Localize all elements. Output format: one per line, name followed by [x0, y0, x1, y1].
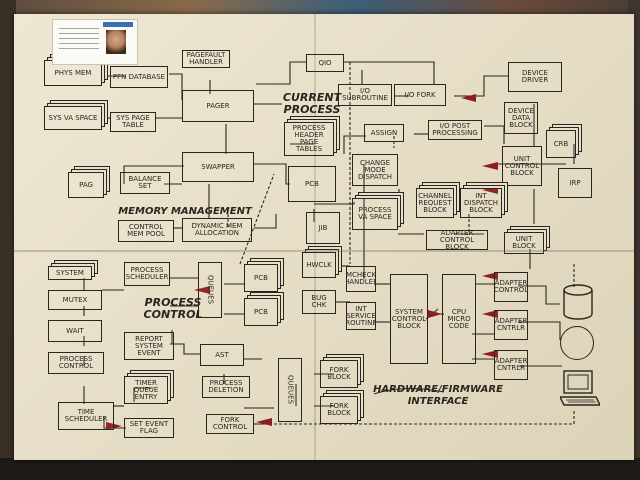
- block-balance-set: BALANCE SET: [120, 172, 170, 194]
- block-report-system-event: REPORT SYSTEM EVENT: [124, 332, 174, 360]
- block-io-subroutine: I/O SUBROUTINE: [338, 84, 392, 106]
- block-jib: JIB: [306, 212, 340, 244]
- block-hwclk: HWCLK: [302, 252, 336, 278]
- block-system: SYSTEM: [48, 266, 92, 280]
- terminal-icon: [560, 370, 600, 406]
- block-process-va-space: PROCESS VA SPACE: [352, 198, 398, 230]
- block-dynamic-mem-allocation: DYNAMIC MEM ALLOCATION: [182, 218, 252, 242]
- block-mutex: MUTEX: [48, 290, 102, 310]
- block-pfn-database: PFN DATABASE: [110, 66, 168, 88]
- block-device-driver: DEVICE DRIVER: [508, 62, 562, 92]
- block-pcb-b: PCB: [244, 298, 278, 326]
- block-adapter-control-block: ADAPTER CONTROL BLOCK: [426, 230, 488, 250]
- block-qio: QIO: [306, 54, 344, 72]
- block-adapter-control-hw: ADAPTER CONTROL: [494, 272, 528, 302]
- floor: [0, 458, 640, 480]
- block-ast: AST: [200, 344, 244, 366]
- block-interrupt-dispatch: INT DISPATCH BLOCK: [460, 188, 502, 218]
- region-hardware-line1: HARDWARE/FIRMWARE: [373, 384, 503, 395]
- region-process-control-line2: CONTROL: [143, 308, 203, 321]
- portrait-photo: [106, 30, 126, 54]
- block-control-mem-pool: CONTROL MEM POOL: [118, 220, 174, 242]
- block-queues-fork: QUEUES: [278, 358, 302, 422]
- region-current-process-line1: CURRENT: [282, 91, 342, 104]
- block-adapter-cntrlr-2: ADAPTER CNTRLR: [494, 350, 528, 380]
- block-cpu-micro-code: CPU MICRO CODE: [442, 274, 476, 364]
- block-pcb-current: PCB: [288, 166, 336, 202]
- block-sys-va-space: SYS VA SPACE: [44, 106, 102, 130]
- block-crb: CRB: [546, 130, 576, 158]
- region-memory-management: MEMORY MANAGEMENT: [118, 206, 252, 217]
- region-process-control-line1: PROCESS: [144, 296, 202, 309]
- photo-id-card: [52, 19, 138, 65]
- card-logo: [103, 22, 133, 27]
- block-sys-page-table: SYS PAGE TABLE: [110, 112, 156, 132]
- block-io-fork: I/O FORK: [394, 84, 446, 106]
- block-int-service-routine: INT SERVICE ROUTINE: [346, 302, 376, 330]
- block-swapper: SWAPPER: [182, 152, 254, 182]
- card-text-lines: [59, 28, 99, 52]
- wall-background: [0, 0, 640, 18]
- block-unit-control-block: UNIT CONTROL BLOCK: [502, 146, 542, 186]
- vms-architecture-poster: MEMORY MANAGEMENT CURRENT PROCESS PROCES…: [14, 14, 634, 460]
- region-hardware-line2: INTERFACE: [407, 396, 469, 407]
- block-fork-block-2: FORK BLOCK: [320, 396, 358, 424]
- block-system-control-block: SYSTEM CONTROL BLOCK: [390, 274, 428, 364]
- block-set-event-flag: SET EVENT FLAG: [124, 418, 174, 438]
- block-process-scheduler: PROCESS SCHEDULER: [124, 262, 170, 286]
- block-mcheck-handler: MCHECK HANDLER: [346, 266, 376, 292]
- block-queues-scheduler: QUEUES: [198, 262, 222, 318]
- block-change-mode-dispatch: CHANGE MODE DISPATCH: [352, 154, 398, 186]
- block-process-header: PROCESS HEADER PAGE TABLES: [284, 122, 334, 156]
- block-pcb-a: PCB: [244, 264, 278, 292]
- block-io-post-processing: I/O POST PROCESSING: [428, 120, 482, 140]
- block-fork-control: FORK CONTROL: [206, 414, 254, 434]
- block-channel-request: CHANNEL REQUEST BLOCK: [416, 188, 454, 218]
- block-device-data: DEVICE DATA BLOCK: [504, 102, 538, 134]
- block-wait: WAIT: [48, 320, 102, 342]
- region-current-process-line2: PROCESS: [283, 103, 341, 116]
- wall-left: [0, 0, 16, 480]
- block-irp: IRP: [558, 168, 592, 198]
- block-pager: PAGER: [182, 90, 254, 122]
- block-unit-block: UNIT BLOCK: [504, 232, 544, 254]
- block-pag: PAG: [68, 172, 104, 198]
- tape-reel-icon: [560, 326, 594, 360]
- block-timer-queue-entry: TIMER QUEUE ENTRY: [124, 376, 168, 404]
- block-time-scheduler: TIME SCHEDULER: [58, 402, 114, 430]
- block-process-deletion: PROCESS DELETION: [202, 376, 250, 398]
- block-process-control: PROCESS CONTROL: [48, 352, 104, 374]
- disk-drive-icon: [563, 284, 593, 320]
- block-assign: ASSIGN: [364, 124, 404, 142]
- block-pagefault-handler: PAGEFAULT HANDLER: [182, 50, 230, 68]
- block-fork-block-1: FORK BLOCK: [320, 360, 358, 388]
- block-bug-chk: BUG CHK: [302, 290, 336, 314]
- connector-lines: [83, 61, 575, 430]
- block-adapter-cntrlr-1: ADAPTER CNTRLR: [494, 310, 528, 340]
